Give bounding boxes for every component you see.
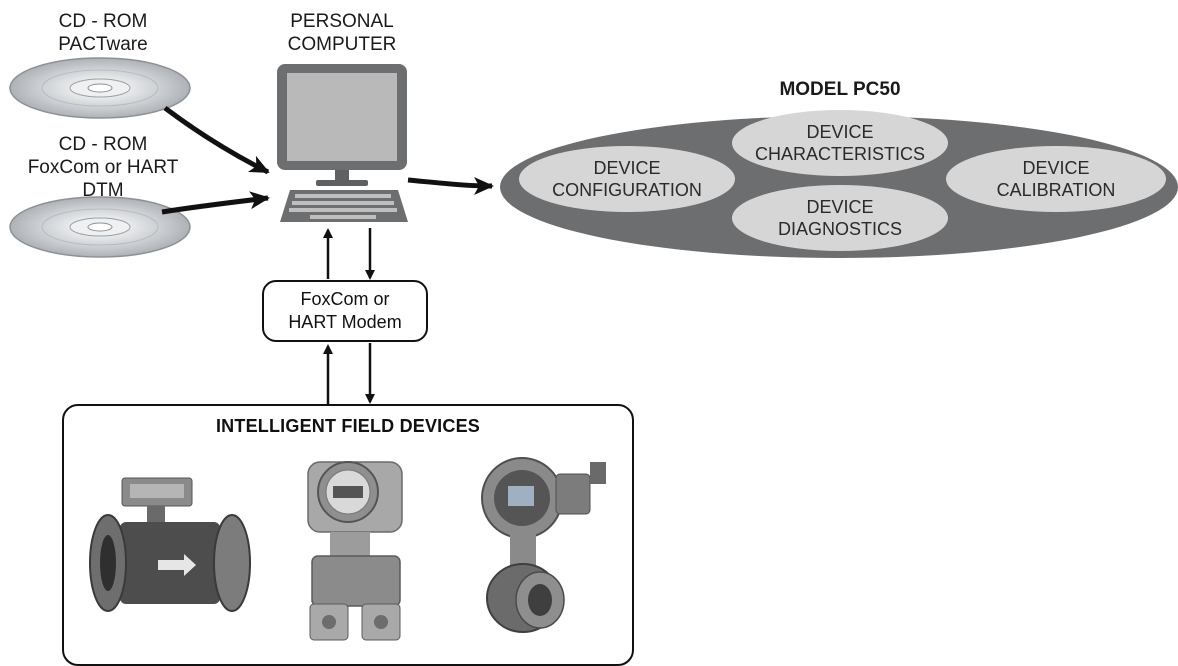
cdrom-pactware-line2: PACTware bbox=[58, 34, 148, 55]
cdrom-dtm-line2: FoxCom or HART bbox=[27, 157, 179, 178]
device-characteristics-line1: DEVICE bbox=[806, 122, 874, 142]
device-calibration-line1: DEVICE bbox=[1022, 158, 1090, 178]
model-pc50-ellipse bbox=[500, 110, 1178, 258]
cd-disc-pactware-icon bbox=[9, 57, 191, 119]
device-configuration-label: DEVICE CONFIGURATION bbox=[527, 157, 727, 201]
cdrom-dtm-label: CD - ROM FoxCom or HART DTM bbox=[8, 133, 198, 202]
device-calibration-line2: CALIBRATION bbox=[996, 180, 1116, 200]
personal-computer-label: PERSONAL COMPUTER bbox=[262, 10, 422, 56]
arrow-dtm-to-pc bbox=[161, 191, 270, 215]
device-configuration-line1: DEVICE bbox=[593, 158, 661, 178]
model-title: MODEL PC50 bbox=[779, 79, 901, 100]
pc-line2: COMPUTER bbox=[287, 34, 397, 55]
device-calibration-label: DEVICE CALIBRATION bbox=[956, 157, 1156, 201]
intelligent-field-devices-box bbox=[62, 404, 634, 666]
arrow-pc-to-model bbox=[407, 176, 494, 195]
modem-line1: FoxCom or bbox=[300, 289, 390, 309]
device-diagnostics-line1: DEVICE bbox=[806, 197, 874, 217]
cdrom-pactware-label: CD - ROM PACTware bbox=[18, 10, 188, 56]
intelligent-field-devices-title: INTELLIGENT FIELD DEVICES bbox=[215, 416, 480, 436]
device-diagnostics-line2: DIAGNOSTICS bbox=[777, 219, 902, 239]
cd-disc-dtm-icon bbox=[9, 196, 191, 258]
arrow-pactware-to-pc bbox=[163, 105, 270, 175]
cdrom-pactware-line1: CD - ROM bbox=[58, 11, 148, 32]
personal-computer-icon bbox=[277, 64, 408, 222]
device-configuration-line2: CONFIGURATION bbox=[552, 180, 702, 200]
modem-line2: HART Modem bbox=[288, 312, 402, 332]
cdrom-dtm-line3: DTM bbox=[82, 180, 124, 201]
device-characteristics-line2: CHARACTERISTICS bbox=[754, 144, 925, 164]
pc-line1: PERSONAL bbox=[290, 11, 394, 32]
device-characteristics-label: DEVICE CHARACTERISTICS bbox=[740, 121, 940, 165]
cdrom-dtm-line1: CD - ROM bbox=[58, 134, 148, 155]
device-diagnostics-label: DEVICE DIAGNOSTICS bbox=[740, 196, 940, 240]
foxcom-hart-modem-box: FoxCom or HART Modem bbox=[262, 280, 428, 342]
